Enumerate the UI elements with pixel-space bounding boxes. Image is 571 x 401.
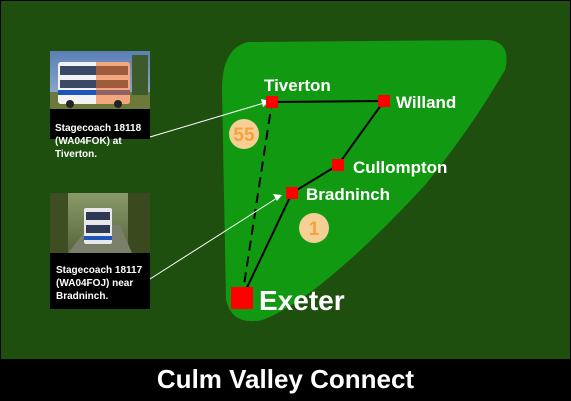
photo-2-caption-line-1: Stagecoach 18117: [56, 265, 143, 276]
route-badge-1: [299, 213, 329, 243]
photo-card-bradninch: [50, 193, 150, 309]
stop-marker-willand: [378, 95, 390, 107]
photo-1-caption-line-3: Tiverton.: [55, 149, 97, 160]
place-label-bradninch: Bradninch: [306, 185, 390, 204]
stop-marker-cullompton: [332, 159, 344, 171]
photo-2-caption-line-2: (WA04FOJ) near: [56, 278, 133, 289]
photo-2-caption-line-3: Bradninch.: [56, 291, 108, 302]
route-badge-55: [229, 119, 259, 149]
photo-1-caption-line-1: Stagecoach 18118: [55, 123, 142, 134]
place-label-tiverton: Tiverton: [264, 76, 331, 95]
place-label-willand: Willand: [396, 93, 456, 112]
stop-marker-tiverton: [266, 96, 278, 108]
stop-marker-bradninch: [286, 187, 298, 199]
photo-card-tiverton: [50, 51, 150, 139]
route-number-55: 55: [233, 125, 255, 146]
route-number-1: 1: [309, 219, 320, 240]
valley-area: [222, 40, 507, 322]
title-bar: [0, 359, 571, 401]
pointer-arrow-bradninch: [149, 194, 282, 280]
place-label-exeter: Exeter: [259, 285, 345, 316]
route-55-line: [241, 101, 273, 299]
place-label-cullompton: Cullompton: [353, 158, 447, 177]
map-title: Culm Valley Connect: [156, 364, 415, 394]
stop-marker-exeter: [231, 287, 253, 309]
photo-1-caption-line-2: (WA04FOK) at: [55, 136, 122, 147]
